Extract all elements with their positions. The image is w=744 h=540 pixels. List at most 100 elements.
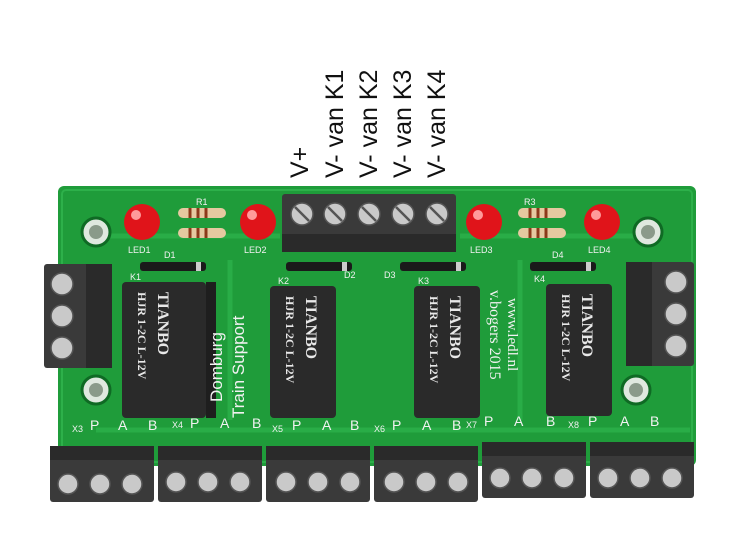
wire-label-k3: V- van K3 (389, 70, 417, 178)
relay-body (414, 286, 480, 418)
led-1 (124, 204, 160, 240)
pin-label-b: B (252, 415, 261, 431)
screw (521, 467, 543, 489)
screw (307, 471, 329, 493)
screw (165, 471, 187, 493)
connector-ref-x5: X5 (272, 424, 283, 434)
pcb (58, 186, 696, 466)
relays: K1 TIANBO HJR 1-2C L-12V K2 TIANBO HJR 1… (122, 272, 612, 418)
relay-brand: TIANBO (154, 292, 171, 355)
wire-label-k1: V- van K1 (321, 70, 349, 178)
diodes: D1 D2 D3 D4 (140, 250, 596, 280)
screw (553, 467, 575, 489)
wire-label-k2: V- van K2 (355, 70, 383, 178)
resistor (178, 208, 226, 218)
relay-brand: TIANBO (446, 296, 463, 359)
relay-k2: K2 TIANBO HJR 1-2C L-12V (270, 276, 336, 418)
screw (629, 467, 651, 489)
author-line1: v.bogers 2015 (486, 290, 503, 380)
resistor (178, 228, 226, 238)
relay-brand: TIANBO (578, 294, 595, 357)
screw (197, 471, 219, 493)
diode (400, 262, 466, 271)
relay-k4: K4 TIANBO HJR 1-2C L-12V (534, 274, 612, 416)
resistor-label-r1: R1 (196, 197, 208, 207)
terminal-block-x8 (590, 442, 694, 498)
connector-ref-x7: X7 (466, 420, 477, 430)
pin-label-a: A (220, 415, 230, 431)
relay-body (546, 284, 612, 416)
relay-body (122, 282, 206, 418)
connector-ref-x8: X8 (568, 420, 579, 430)
pin-label-a: A (514, 413, 524, 429)
relay-model: HJR 1-2C L-12V (283, 296, 297, 384)
author-line2: www.ledl.nl (504, 298, 520, 371)
connector-ref-x4: X4 (172, 420, 183, 430)
pin-label-a: A (620, 413, 630, 429)
screw (50, 272, 74, 296)
screw (597, 467, 619, 489)
terminal-block-x4 (158, 446, 262, 502)
diode-label-d3: D3 (384, 270, 396, 280)
diode-label-d2: D2 (344, 270, 356, 280)
led-2 (240, 204, 276, 240)
screw (121, 473, 143, 495)
relay-body (270, 286, 336, 418)
pin-label-p: P (392, 417, 401, 433)
wire-label-k4: V- van K4 (423, 70, 451, 178)
terminal-block-x5 (266, 446, 370, 502)
connector-ref-x3: X3 (72, 424, 83, 434)
wire-label-v-plus: V+ (286, 147, 314, 178)
relay-ref: K2 (278, 276, 289, 286)
diode (140, 262, 206, 271)
relay-ref: K3 (418, 276, 429, 286)
screw (275, 471, 297, 493)
resistor (518, 228, 566, 238)
screw (50, 336, 74, 360)
led-3-label: LED3 (470, 245, 493, 255)
pin-label-b: B (452, 417, 461, 433)
side-terminal-blocks (44, 262, 694, 368)
pin-label-a: A (322, 417, 332, 433)
diode (286, 262, 352, 271)
pcb-board (58, 186, 696, 466)
terminal-block-x7 (482, 442, 586, 498)
board-name-line2: Train Support (229, 315, 248, 418)
led-2-label: LED2 (244, 245, 267, 255)
pin-label-p: P (90, 417, 99, 433)
screw (383, 471, 405, 493)
relay-ref: K1 (130, 272, 141, 282)
mounting-holes (80, 216, 664, 406)
relay-k3: K3 TIANBO HJR 1-2C L-12V (414, 276, 480, 418)
diode-label-d1: D1 (164, 250, 176, 260)
pin-label-b: B (350, 417, 359, 433)
pin-label-b: B (546, 413, 555, 429)
connector-ref-x6: X6 (374, 424, 385, 434)
screw (661, 467, 683, 489)
pin-label-a: A (118, 417, 128, 433)
board-name-line1: Domburg (207, 332, 226, 402)
led-3 (466, 204, 502, 240)
resistors: R1 R3 (178, 197, 566, 238)
led-1-label: LED1 (128, 245, 151, 255)
top-terminal-block (282, 194, 456, 252)
screw (664, 270, 688, 294)
terminal-block-x6 (374, 446, 478, 502)
relay-ref: K4 (534, 274, 545, 284)
resistor (518, 208, 566, 218)
leds: LED1 LED2 LED3 LED4 (124, 204, 620, 255)
diode (530, 262, 596, 271)
screw (229, 471, 251, 493)
screw (664, 302, 688, 326)
screw (339, 471, 361, 493)
relay-model: HJR 1-2C L-12V (559, 294, 573, 382)
resistor-label-r3: R3 (524, 197, 536, 207)
screw (664, 334, 688, 358)
pin-label-p: P (190, 415, 199, 431)
bottom-terminal-blocks (50, 442, 694, 502)
relay-model: HJR 1-2C L-12V (135, 292, 149, 380)
pin-label-b: B (650, 413, 659, 429)
relay-brand: TIANBO (302, 296, 319, 359)
screw (57, 473, 79, 495)
